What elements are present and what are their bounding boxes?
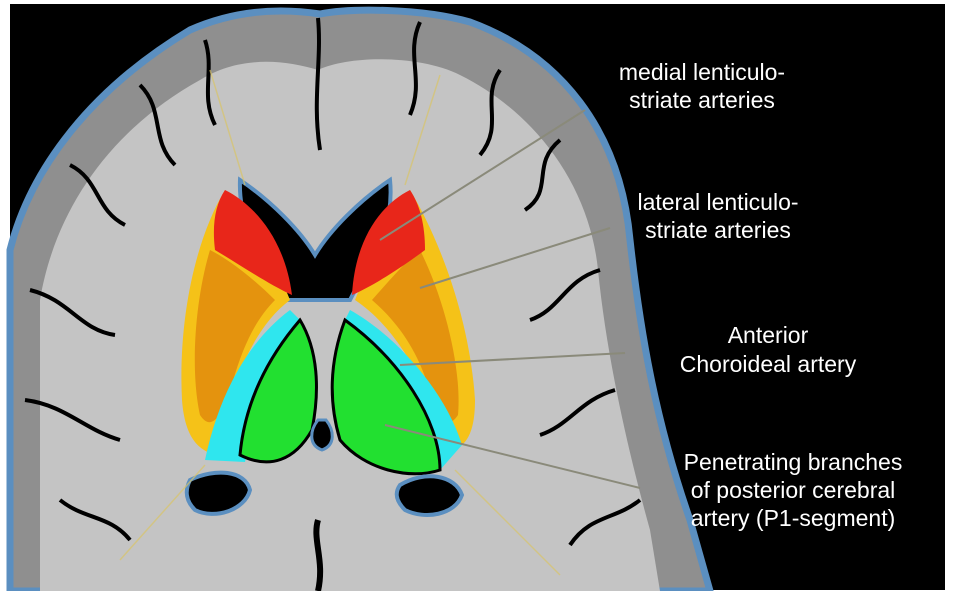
label-line: Anterior [728,322,809,348]
label-line: medial lenticulo- [619,59,785,85]
label-line: striate arteries [629,87,775,113]
label-line: Penetrating branches [684,449,903,475]
label-line: lateral lenticulo- [637,189,798,215]
label-pca-penetrating-branches: Penetrating branches of posterior cerebr… [684,449,903,531]
label-line: Choroideal artery [680,351,857,377]
label-line: artery (P1-segment) [691,505,896,531]
label-line: of posterior cerebral [691,477,896,503]
third-ventricle [312,420,333,450]
occipital-horn-right [397,476,462,515]
label-line: striate arteries [645,217,791,243]
